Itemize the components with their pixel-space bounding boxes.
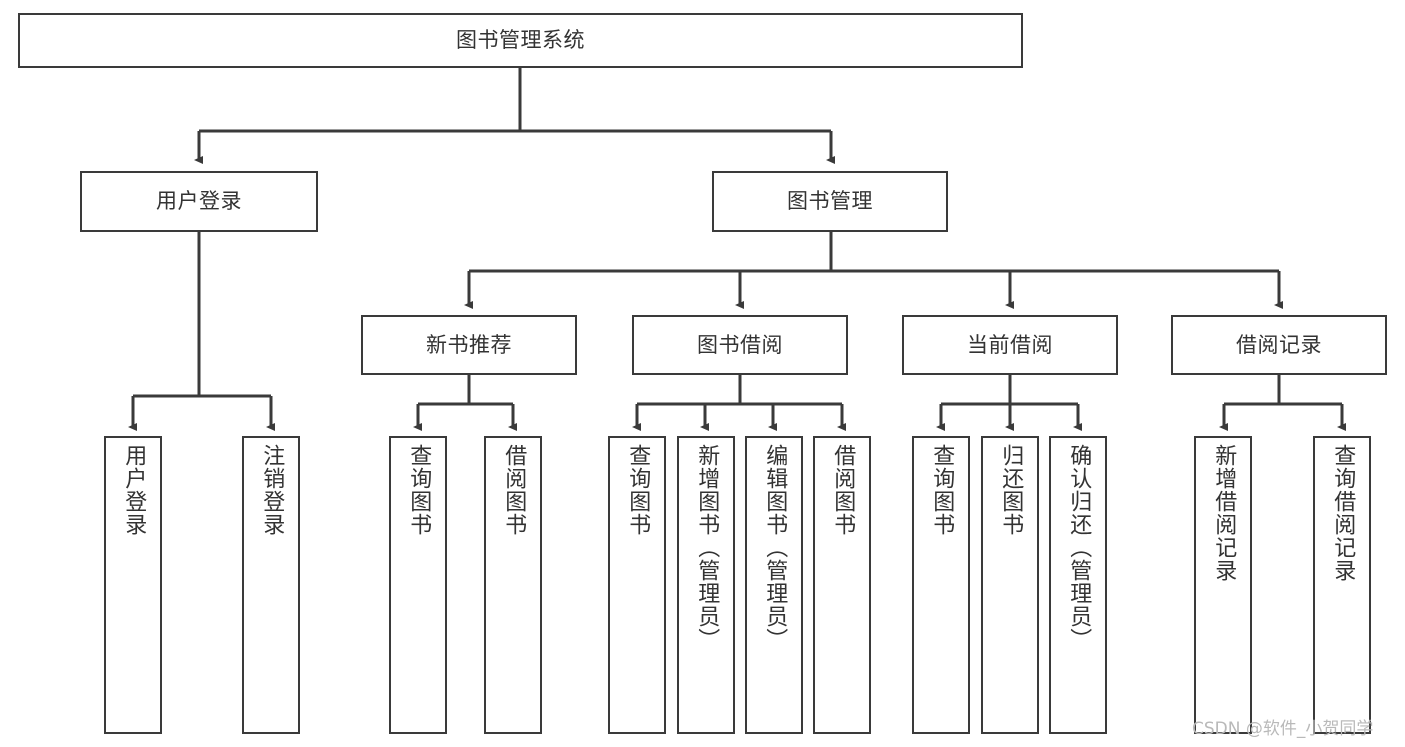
node-leaf-query-book-3-label: 查询图书 [929, 444, 955, 536]
node-new-book-recommend[interactable]: 新书推荐 [361, 315, 577, 375]
node-leaf-query-book-2[interactable]: 查询图书 [608, 436, 666, 734]
node-book-borrow[interactable]: 图书借阅 [632, 315, 848, 375]
node-leaf-query-book-1-label: 查询图书 [406, 444, 432, 536]
node-leaf-borrow-book-1-label: 借阅图书 [501, 444, 527, 536]
node-user-login[interactable]: 用户登录 [80, 171, 318, 232]
node-root-label: 图书管理系统 [456, 28, 585, 53]
node-leaf-edit-book[interactable]: 编辑图书（管理员） [745, 436, 803, 734]
node-leaf-add-record[interactable]: 新增借阅记录 [1194, 436, 1252, 734]
node-leaf-query-record[interactable]: 查询借阅记录 [1313, 436, 1371, 734]
node-leaf-return-book-label: 归还图书 [998, 444, 1024, 536]
node-current-borrow[interactable]: 当前借阅 [902, 315, 1118, 375]
node-leaf-query-record-label: 查询借阅记录 [1330, 444, 1356, 582]
node-leaf-confirm-return[interactable]: 确认归还（管理员） [1049, 436, 1107, 734]
node-book-management-label: 图书管理 [787, 189, 873, 214]
node-leaf-query-book-1[interactable]: 查询图书 [389, 436, 447, 734]
node-leaf-borrow-book-2-label: 借阅图书 [830, 444, 856, 536]
node-leaf-query-book-2-label: 查询图书 [625, 444, 651, 536]
node-book-borrow-label: 图书借阅 [697, 332, 783, 357]
node-leaf-add-book-label: 新增图书（管理员） [694, 444, 720, 651]
node-root[interactable]: 图书管理系统 [18, 13, 1023, 68]
node-book-management[interactable]: 图书管理 [712, 171, 948, 232]
node-borrow-record[interactable]: 借阅记录 [1171, 315, 1387, 375]
watermark-text: CSDN @软件_小贺同学 [1192, 719, 1374, 739]
node-leaf-user-login[interactable]: 用户登录 [104, 436, 162, 734]
node-leaf-confirm-return-label: 确认归还（管理员） [1066, 444, 1092, 651]
node-borrow-record-label: 借阅记录 [1236, 332, 1322, 357]
node-leaf-edit-book-label: 编辑图书（管理员） [762, 444, 788, 651]
node-leaf-add-book[interactable]: 新增图书（管理员） [677, 436, 735, 734]
node-leaf-query-book-3[interactable]: 查询图书 [912, 436, 970, 734]
node-leaf-logout-login[interactable]: 注销登录 [242, 436, 300, 734]
node-user-login-label: 用户登录 [156, 189, 242, 214]
node-current-borrow-label: 当前借阅 [967, 332, 1053, 357]
node-leaf-borrow-book-1[interactable]: 借阅图书 [484, 436, 542, 734]
node-leaf-user-login-label: 用户登录 [121, 444, 147, 536]
node-leaf-logout-login-label: 注销登录 [259, 444, 285, 536]
node-leaf-borrow-book-2[interactable]: 借阅图书 [813, 436, 871, 734]
node-new-book-recommend-label: 新书推荐 [426, 332, 512, 357]
node-leaf-return-book[interactable]: 归还图书 [981, 436, 1039, 734]
node-leaf-add-record-label: 新增借阅记录 [1211, 444, 1237, 582]
